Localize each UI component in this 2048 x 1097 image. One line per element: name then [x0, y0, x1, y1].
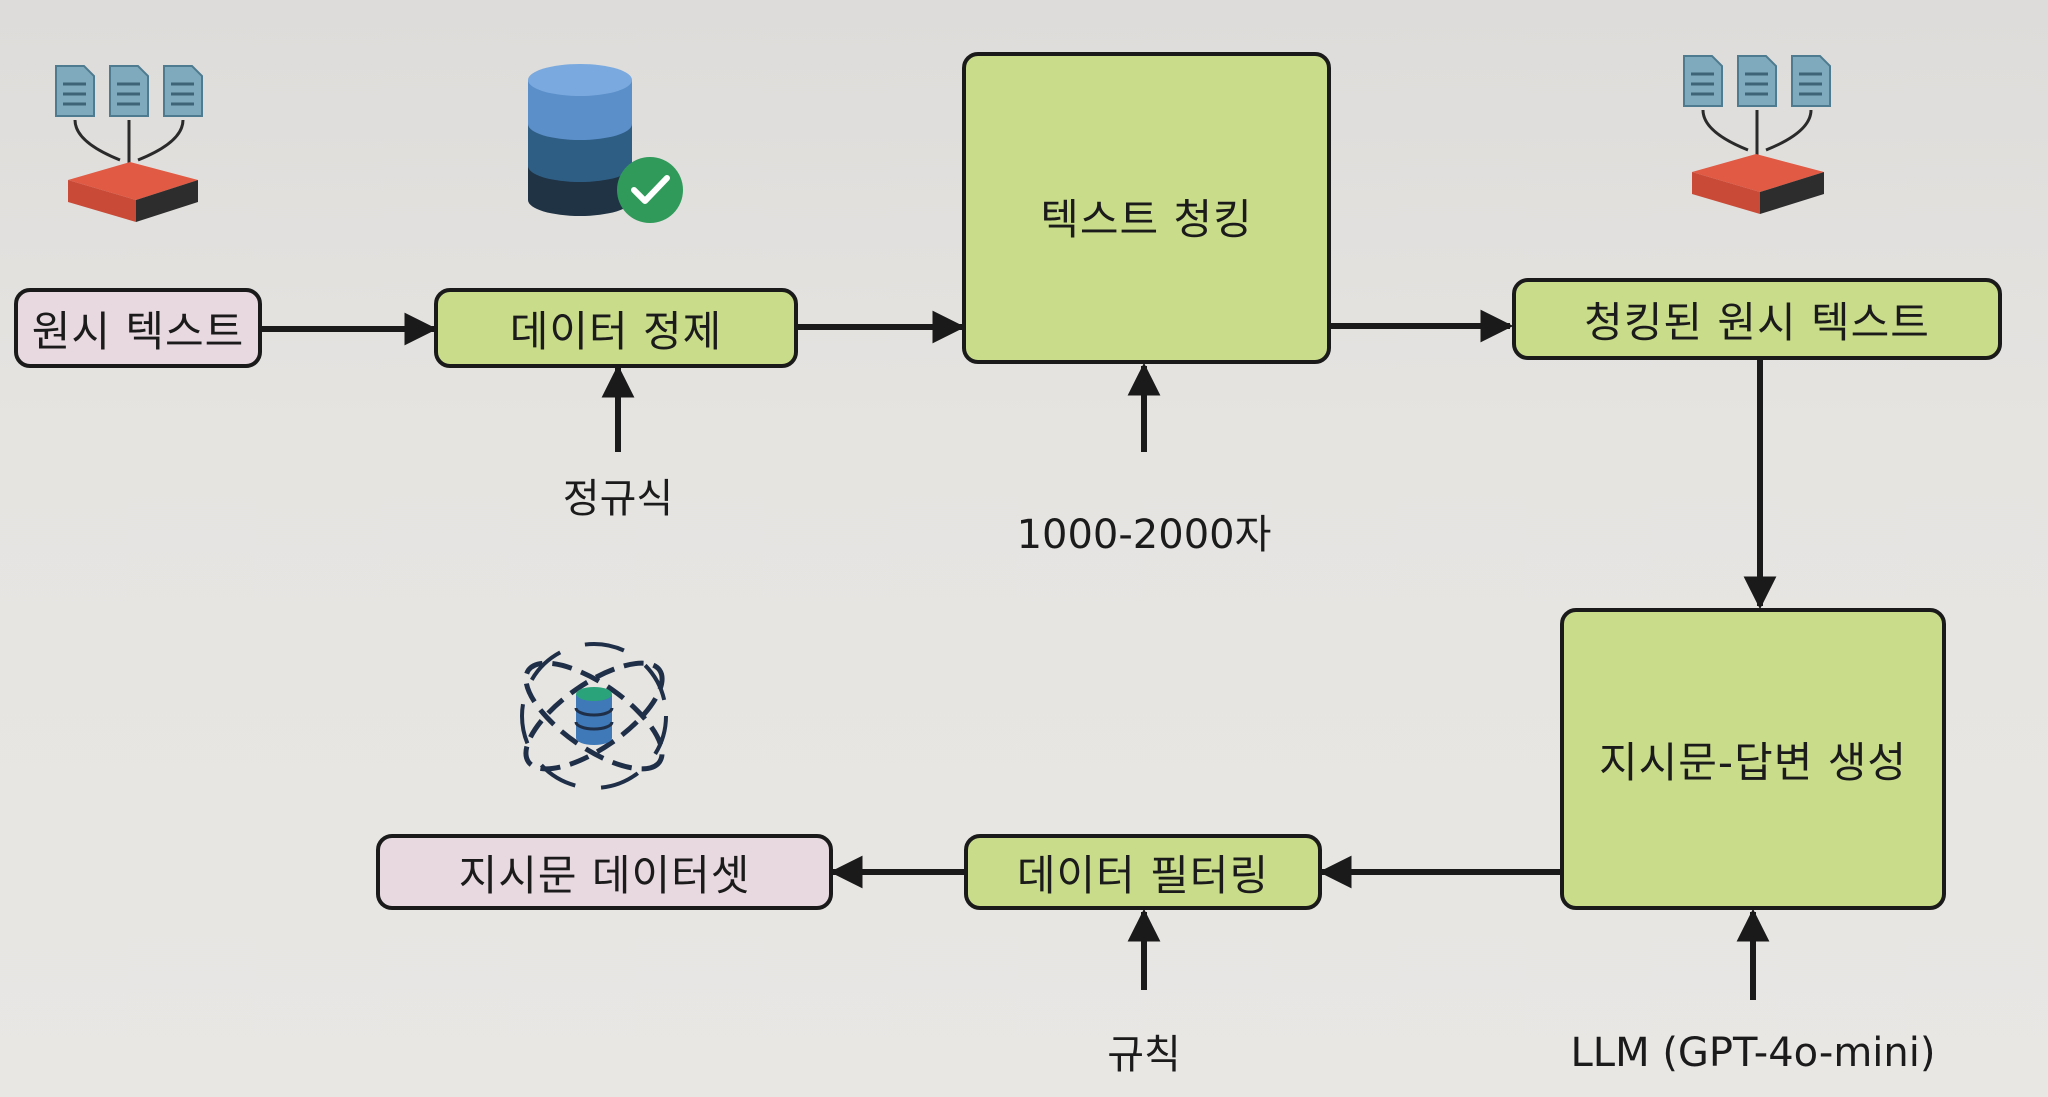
node-text-chunking: 텍스트 청킹: [962, 52, 1331, 364]
node-chunked-raw-text: 청킹된 원시 텍스트: [1512, 278, 2002, 360]
database-orbit-icon: [520, 642, 668, 790]
input-label-rules: 규칙: [1107, 1032, 1181, 1078]
node-data-filtering: 데이터 필터링: [964, 834, 1322, 910]
node-raw-text: 원시 텍스트: [14, 288, 262, 368]
input-label-llm: LLM (GPT-4o-mini): [1570, 1030, 1936, 1076]
input-label-chunk-size: 1000-2000자: [1016, 512, 1272, 558]
database-check-icon: [528, 64, 683, 223]
node-instruction-answer-generation: 지시문-답변 생성: [1560, 608, 1946, 910]
input-label-regex: 정규식: [562, 476, 674, 522]
documents-merge-icon: [55, 65, 203, 222]
documents-merge-icon: [1683, 55, 1831, 214]
node-data-cleaning: 데이터 정제: [434, 288, 798, 368]
node-instruction-dataset: 지시문 데이터셋: [376, 834, 833, 910]
